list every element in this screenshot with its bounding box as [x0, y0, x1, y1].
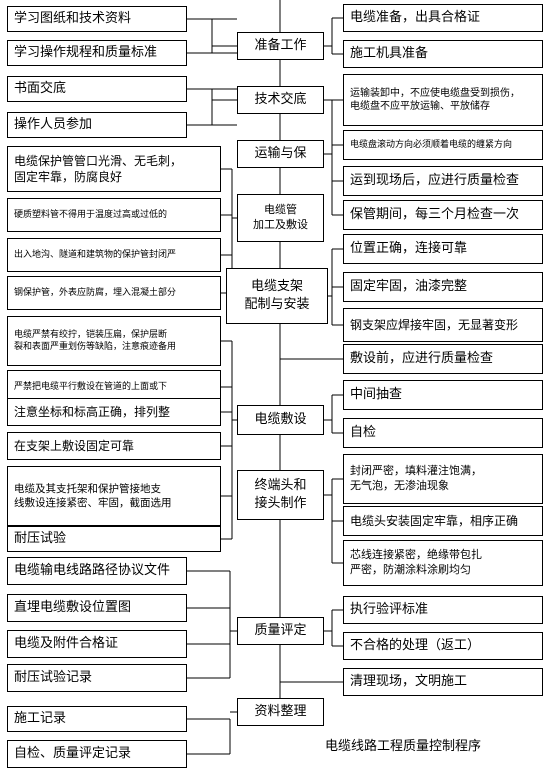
right-box-r4: 电缆盘滚动方向必须顺着电缆的缠紧方向: [343, 130, 543, 160]
right-box-r10: 敷设前，应进行质量检查: [343, 344, 543, 374]
left-box-l5: 电缆保护管管口光滑、无毛刺， 固定牢靠，防腐良好: [7, 146, 221, 192]
right-box-r16: 执行验评标准: [343, 596, 543, 624]
right-box-r15: 芯线连接紧密，绝缘带包扎 严密，防潮涂料涂刷均匀: [343, 540, 543, 586]
left-box-l12: 在支架上敷设固定可靠: [7, 432, 221, 460]
left-box-l9: 电缆严禁有绞拧，铠装压扁，保护层断 裂和表面严重划伤等缺陷，注意痕迹备用: [7, 316, 221, 366]
right-box-r13: 封闭严密，填料灌注饱满， 无气泡，无渗油现象: [343, 454, 543, 504]
right-box-r3: 运输装卸中，不应使电缆盘受到损伤， 电缆盘不应平放运输、平放储存: [343, 74, 543, 126]
left-box-l8: 钢保护管，外表应防腐，埋入混凝土部分: [7, 276, 221, 310]
right-box-r17: 不合格的处理（返工）: [343, 632, 543, 660]
right-box-r1: 电缆准备，出具合格证: [343, 4, 543, 32]
right-box-r6: 保管期间，每三个月检查一次: [343, 200, 543, 230]
stage-box-s7: 终端头和 接头制作: [237, 470, 324, 520]
left-box-l13: 电缆及其支托架和保护管接地支 线敷设连接紧密、牢固，截面选用: [7, 466, 221, 526]
stage-box-s9: 资料整理: [237, 698, 324, 726]
left-box-l11: 注意坐标和标高正确，排列整: [7, 398, 221, 426]
stage-box-s2: 技术交底: [237, 86, 324, 114]
left-box-l15: 电缆输电线路路径协议文件: [7, 557, 187, 585]
right-box-r12: 自检: [343, 418, 543, 448]
right-box-r14: 电缆头安装固定牢靠，相序正确: [343, 506, 543, 536]
stage-box-s4: 电缆管 加工及敷设: [237, 194, 324, 242]
left-box-l1: 学习图纸和技术资料: [7, 6, 187, 32]
right-box-r8: 固定牢固，油漆完整: [343, 272, 543, 302]
right-box-r2: 施工机具准备: [343, 40, 543, 68]
stage-box-s1: 准备工作: [237, 32, 324, 60]
left-box-l4: 操作人员参加: [7, 112, 187, 138]
stage-box-s6: 电缆敷设: [237, 405, 324, 435]
left-box-l16: 直埋电缆敷设位置图: [7, 594, 187, 622]
stage-box-s3: 运输与保: [237, 140, 324, 168]
left-box-l6: 硬质塑料管不得用于温度过高或过低的: [7, 198, 221, 232]
diagram-caption: 电缆线路工程质量控制程序: [325, 739, 482, 754]
right-box-r7: 位置正确，连接可靠: [343, 234, 543, 264]
left-box-l19: 施工记录: [7, 706, 187, 732]
left-box-l3: 书面交底: [7, 76, 187, 102]
stage-box-s5: 电缆支架 配制与安装: [226, 268, 328, 324]
right-box-r18: 清理现场，文明施工: [343, 668, 543, 696]
left-box-l7: 出入地沟、隧道和建筑物的保护管封闭严: [7, 238, 221, 272]
left-box-l2: 学习操作规程和质量标准: [7, 40, 187, 66]
right-box-r5: 运到现场后，应进行质量检查: [343, 166, 543, 196]
left-box-l20: 自检、质量评定记录: [7, 740, 187, 768]
left-box-l14: 耐压试验: [7, 526, 221, 552]
right-box-r11: 中间抽查: [343, 380, 543, 410]
left-box-l17: 电缆及附件合格证: [7, 630, 187, 658]
right-box-r9: 钢支架应焊接牢固，无显著变形: [343, 308, 543, 342]
stage-box-s8: 质量评定: [237, 617, 324, 645]
left-box-l18: 耐压试验记录: [7, 664, 187, 692]
